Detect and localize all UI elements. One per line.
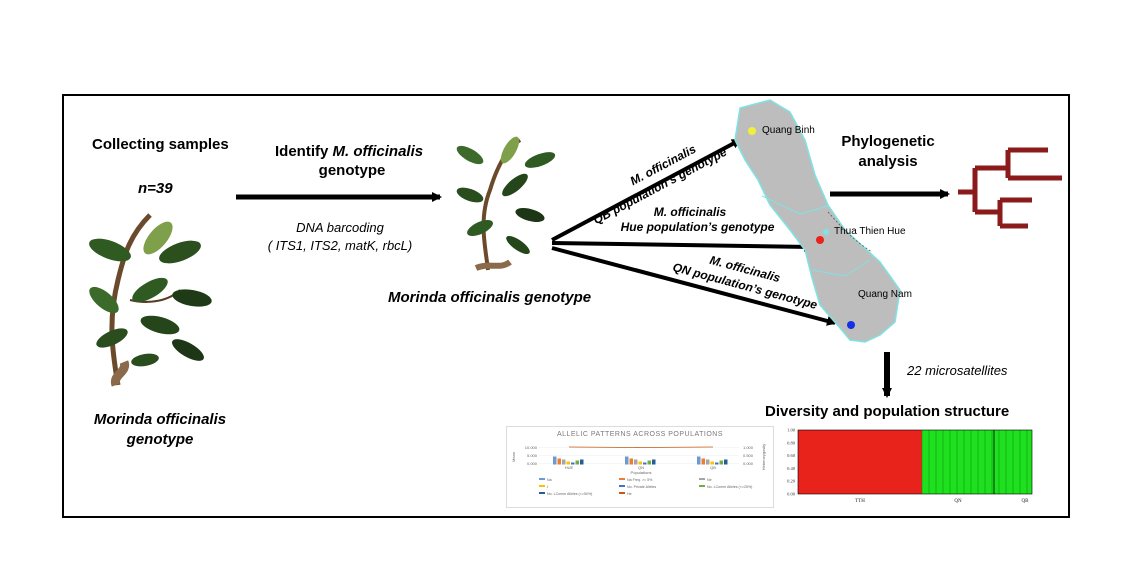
arrow-qn [551,246,837,326]
allelic-chart-plot: 10.000 5.000 0.000 1.000 0.500 0.000 Mean Heter… [511,444,766,496]
allelic-legend-label: No. Private Alleles [627,485,656,489]
allelic-bar [557,458,561,465]
allelic-right-tick: 1.000 [743,445,754,450]
diversity-structure-label: Diversity and population structure [765,403,1010,420]
structure-ytick: 0.00 [787,492,796,497]
allelic-left-tick: 0.000 [527,461,538,466]
allelic-bar [575,460,579,465]
allelic-bar [701,458,705,465]
allelic-bar [697,456,701,465]
map-label-quang-binh: Quang Binh [762,125,815,136]
allelic-bar [710,461,714,465]
allelic-legend-label: I [547,485,548,489]
arrow-hue [551,241,814,252]
allelic-bar [715,462,719,465]
allelic-legend-label: He [627,492,632,496]
allelic-bar [643,462,647,465]
allelic-ylabel-left: Mean [511,452,516,462]
province-map [734,99,901,343]
plant-caption-left-line2: genotype [126,431,194,448]
allelic-legend-label: No. LComm Alleles (<=50%) [547,492,592,496]
allelic-legend-swatch [699,485,705,487]
allelic-legend-swatch [539,492,545,494]
allelic-bar [652,459,656,465]
allelic-legend-label: Na Freq. >= 5% [627,478,653,482]
sample-count-label: n=39 [138,180,173,197]
structure-ytick: 0.80 [787,440,796,445]
structure-group-label: QN [954,499,962,504]
structure-ytick: 1.00 [787,428,796,433]
allelic-chart-title: ALLELIC PATTERNS ACROSS POPULATIONS [556,431,724,438]
allelic-legend-label: No. LComm Alleles (<=25%) [707,485,752,489]
allelic-bar [553,456,557,465]
phylogenetic-label-line2: analysis [858,153,918,170]
allelic-legend-label: Ne [707,478,712,482]
phylogenetic-label-line1: Phylogenetic [841,133,935,150]
allelic-xlabel: Populations [631,470,652,475]
allelic-legend-swatch [699,478,705,480]
map-label-thua-thien-hue: Thua Thien Hue [834,226,906,237]
allelic-left-tick: 10.000 [525,445,538,450]
allelic-legend-label: Na [547,478,552,482]
allelic-bar [580,459,584,465]
barcoding-markers-label: ( ITS1, ITS2, matK, rbcL) [267,238,413,253]
structure-block-tth [798,430,922,494]
allelic-bar [724,459,728,465]
structure-block-qn-qb [922,430,1032,494]
allelic-bar [647,460,651,465]
allelic-left-tick: 5.000 [527,453,538,458]
microsatellites-label: 22 microsatellites [907,363,1008,378]
allelic-legend-swatch [619,478,625,480]
center-plant-caption: Morinda officinalis genotype [388,289,592,306]
allelic-bar [562,459,566,465]
allelic-patterns-chart: ALLELIC PATTERNS ACROSS POPULATIONS 10.0… [506,426,774,508]
allelic-he-line [568,446,714,448]
dot-hue [816,236,824,244]
structure-ytick: 0.60 [787,453,796,458]
allelic-right-tick: 0.000 [743,461,754,466]
allelic-category-label: HUE [565,465,574,470]
allelic-ylabel-right: Heterozygosity [761,444,766,470]
structure-group-label: TTH [855,499,865,504]
allelic-bar [706,459,710,465]
allelic-bar [571,462,575,465]
allelic-legend-swatch [539,485,545,487]
map-label-quang-nam: Quang Nam [858,289,912,300]
allelic-bar [638,461,642,465]
plant-caption-left-line1: Morinda officinalis [93,411,227,428]
allelic-category-label: QN [638,465,644,470]
dna-barcoding-label: DNA barcoding [296,220,384,235]
allelic-bar [566,461,570,465]
phylogenetic-tree-icon [958,147,1062,229]
allelic-bar [625,456,629,465]
structure-frame [797,429,1033,495]
allelic-category-label: QB [710,465,716,470]
hue-arrow-label-line2: Hue population’s genotype [620,220,775,234]
allelic-bar [629,458,633,465]
collecting-samples-label: Collecting samples [92,136,229,153]
plant-illustration-left [89,213,212,387]
structure-group-label: QB [1022,499,1030,504]
arrow-qb [551,138,742,242]
allelic-bar [634,459,638,465]
allelic-legend-swatch [619,492,625,494]
diagram-frame [62,94,1070,518]
allelic-legend-swatch [539,478,545,480]
structure-ytick: 0.40 [787,466,796,471]
hue-arrow-label-line1: M. officinalis [653,205,727,219]
identify-line2: genotype [318,162,386,179]
dot-quang-binh [748,127,756,135]
allelic-right-tick: 0.500 [743,453,754,458]
allelic-bar [719,460,723,465]
plant-illustration-center [456,136,556,271]
identify-line1: Identify M. officinalis [275,143,424,160]
allelic-legend-swatch [619,485,625,487]
structure-ytick: 0.20 [787,479,796,484]
dot-quang-nam [847,321,855,329]
